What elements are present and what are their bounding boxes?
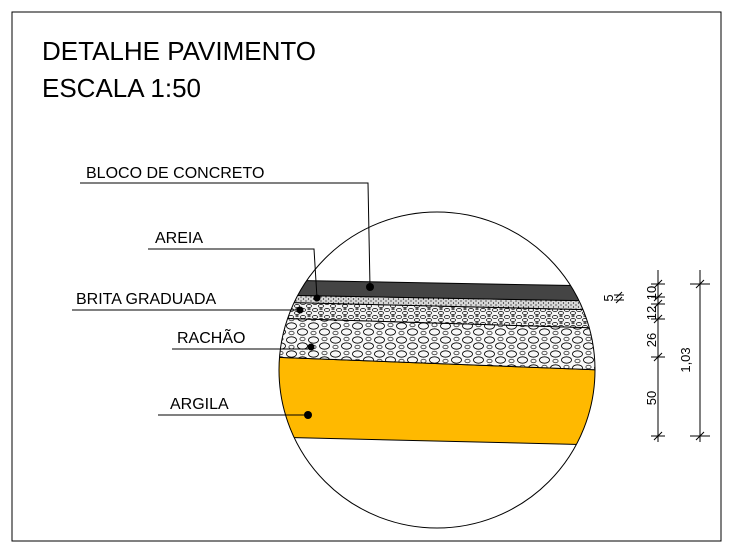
drawing-frame [11,11,722,542]
dimension-chain-layers [614,270,665,442]
section-layers [279,279,595,446]
dim-bloco: 10 [644,286,659,300]
label-bloco: BLOCO DE CONCRETO [86,165,264,182]
label-rachao: RACHÃO [177,327,245,347]
label-argila: ARGILA [170,396,229,413]
dim-total: 1,03 [678,347,693,372]
marker-argila [304,411,312,419]
drawing-title: DETALHE PAVIMENTO [42,36,316,66]
dim-argila: 50 [644,391,659,405]
marker-bloco [366,283,374,291]
leader-areia [148,248,318,299]
drawing-scale: ESCALA 1:50 [42,73,201,103]
label-areia: AREIA [155,230,203,247]
dim-brita: 12 [644,306,659,320]
marker-areia [313,294,321,302]
dim-rachao: 26 [644,333,659,347]
layer-bloco [279,279,595,302]
layer-argila [279,356,595,446]
marker-brita [296,306,304,314]
marker-rachao [307,343,315,351]
dim-areia: 5 [601,294,616,301]
leader-bloco [80,182,371,288]
section-circle [278,211,596,529]
label-brita: BRITA GRADUADA [76,291,217,308]
dimension-total [690,270,710,442]
